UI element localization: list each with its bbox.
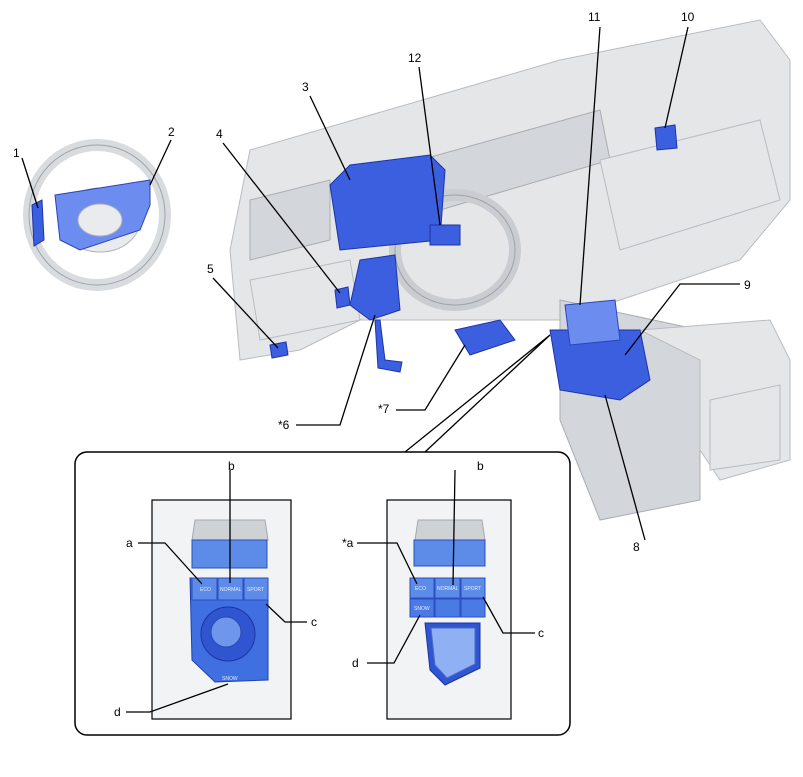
callout-6: *6 <box>278 418 290 432</box>
callout-3: 3 <box>302 80 309 94</box>
part-12-sensor <box>429 224 461 246</box>
callout-4: 4 <box>216 127 223 141</box>
inset-left-label-d: d <box>114 705 121 719</box>
callout-labels: 1 2 3 4 5 *6 *7 8 9 10 11 12 <box>13 10 751 554</box>
left-snow-button-label: SNOW <box>222 676 238 682</box>
inset-right-panel: ECO NORMAL SPORT SNOW <box>386 499 512 720</box>
inset-right-label-c: c <box>538 626 544 640</box>
callout-2: 2 <box>168 125 175 139</box>
callout-9: 9 <box>744 278 751 292</box>
inset-left-label-a: a <box>126 536 133 550</box>
callout-7: *7 <box>378 402 390 416</box>
left-normal-button-label: NORMAL <box>220 587 242 593</box>
right-snow-button-label: SNOW <box>414 606 430 612</box>
inset-right-label-a: *a <box>342 536 354 550</box>
callout-5: 5 <box>207 262 214 276</box>
callout-12: 12 <box>408 51 422 65</box>
callout-8: 8 <box>633 540 640 554</box>
inset-left-label-c: c <box>311 615 317 629</box>
dashboard-illustration <box>23 19 791 521</box>
inset-detail: ECO NORMAL SPORT SNOW ECO NORMAL SPORT S… <box>74 451 571 736</box>
part-1-switch <box>31 199 45 247</box>
part-11-switch <box>564 299 621 346</box>
part-7-ecu <box>454 319 516 356</box>
left-sport-button-label: SPORT <box>247 587 264 593</box>
callout-1: 1 <box>13 146 20 160</box>
highlighted-parts <box>31 124 678 401</box>
inset-right-label-b: b <box>477 459 484 473</box>
inset-right-label-d: d <box>352 656 359 670</box>
inset-leader-lines <box>126 469 535 713</box>
right-normal-button-label: NORMAL <box>437 586 459 592</box>
part-8-shift-assembly <box>549 329 651 401</box>
leader-lines <box>21 26 740 541</box>
part-3-combination-meter <box>329 154 446 251</box>
part-6-ecu <box>349 254 401 321</box>
left-eco-button-label: ECO <box>200 587 211 593</box>
inset-left-label-b: b <box>228 459 235 473</box>
right-sport-button-label: SPORT <box>464 586 481 592</box>
callout-10: 10 <box>681 10 695 24</box>
right-eco-button-label: ECO <box>415 586 426 592</box>
callout-11: 11 <box>588 10 601 24</box>
part-6-pedal <box>374 319 403 373</box>
part-5-switch <box>269 341 289 359</box>
part-10-module <box>654 124 678 151</box>
